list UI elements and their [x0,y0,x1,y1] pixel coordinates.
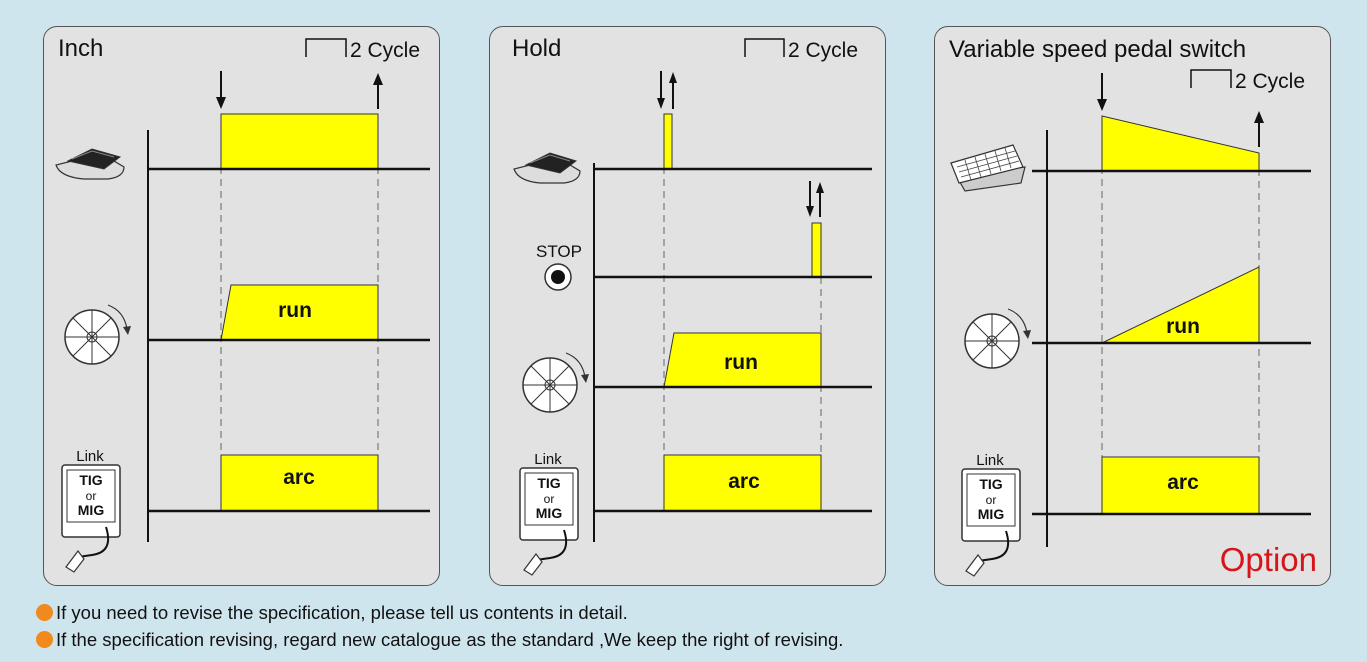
arc-signal-bar [220,454,379,512]
bullet-icon [36,604,53,621]
arc-label: arc [1167,471,1199,494]
note-text: If you need to revise the specification,… [56,601,628,623]
release-arrow-icon [1254,111,1264,147]
variable-pedal-icon [950,144,1026,192]
panel-title: Inch [58,35,103,62]
run-label: run [724,351,758,374]
box-line-or: or [986,493,997,507]
link-label: Link [534,451,562,468]
press-arrow-icon [216,71,226,109]
notes: If you need to revise the specification,… [36,599,843,653]
wire-feed-wheel-icon [64,304,131,365]
panel-hold: Hold 2 Cycle STOP [489,26,886,586]
welder-link-icon: Link TIG or MIG [961,452,1021,577]
box-line-mig: MIG [978,506,1005,522]
box-line-mig: MIG [536,505,563,521]
arc-label: arc [283,466,315,489]
note-text: If the specification revising, regard ne… [56,628,844,650]
wire-feed-wheel-icon [964,308,1031,369]
panel-title: Variable speed pedal switch [949,36,1246,63]
pedal-pulse-bar [663,113,673,170]
stop-label: STOP [536,242,582,261]
release-arrow-icon [373,73,383,109]
link-label: Link [76,448,104,465]
box-line-tig: TIG [979,476,1002,492]
foot-pedal-icon [55,148,125,180]
stop-pulse-bar [811,222,822,278]
note-item: If you need to revise the specification,… [36,599,843,626]
box-line-tig: TIG [537,475,560,491]
run-label: run [1166,315,1200,338]
welder-link-icon: Link TIG or MIG [519,451,579,576]
stop-arrows-icon [806,181,824,217]
panel-inch: Inch 2 Cycle run [43,26,440,586]
arc-label: arc [728,470,760,493]
arc-signal-bar [663,454,822,512]
box-line-mig: MIG [78,502,105,518]
cycle-symbol-icon [1190,69,1232,88]
cycle-symbol-icon [305,38,347,57]
press-arrow-icon [1097,73,1107,111]
panel-title: Hold [512,35,561,62]
arc-signal-bar [1101,456,1260,515]
cycle-symbol-icon [744,38,785,57]
cycle-label: 2 Cycle [1235,70,1305,93]
box-line-or: or [544,492,555,506]
link-label: Link [976,452,1004,469]
box-line-tig: TIG [79,472,102,488]
stop-button-icon [544,263,572,291]
foot-pedal-icon [513,152,581,184]
welder-link-icon: Link TIG or MIG [61,448,121,573]
run-label: run [278,299,312,322]
pedal-signal-bar [1101,115,1260,172]
note-item: If the specification revising, regard ne… [36,626,843,653]
pedal-signal-bar [220,113,379,170]
cycle-label: 2 Cycle [788,39,858,62]
cycle-label: 2 Cycle [350,39,420,62]
wire-feed-wheel-icon [522,352,589,413]
panel-variable-speed: Variable speed pedal switch 2 Cycle run [934,26,1331,586]
option-badge: Option [1220,541,1317,578]
press-release-arrows-icon [657,71,677,109]
box-line-or: or [86,489,97,503]
bullet-icon [36,631,53,648]
